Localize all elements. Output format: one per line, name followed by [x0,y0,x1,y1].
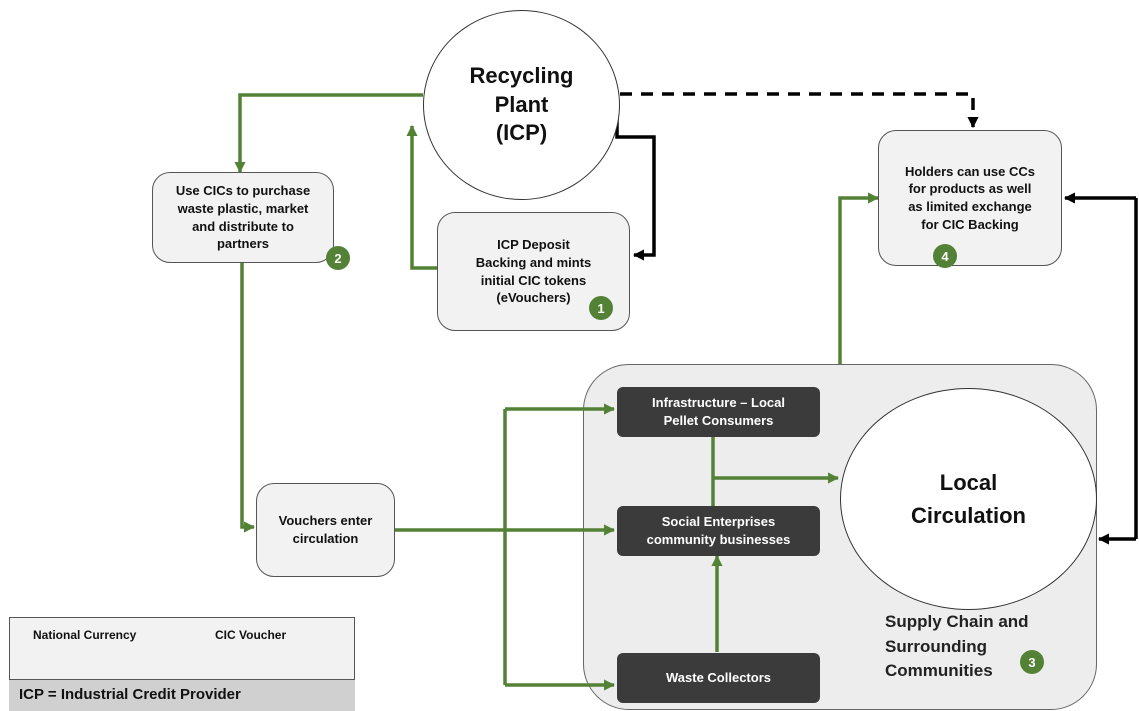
step-badge-2: 2 [326,246,350,270]
arrow-plant-to-icp-deposit [615,112,656,261]
waste-collectors-node: Waste Collectors [617,653,820,703]
local-circulation-node: Local Circulation [840,388,1097,610]
legend-cic-voucher-label: CIC Voucher [215,628,287,642]
use-cics-node: Use CICs to purchase waste plastic, mark… [152,172,334,263]
infrastructure-node: Infrastructure – Local Pellet Consumers [617,387,820,437]
holders-node: Holders can use CCs for products as well… [878,130,1062,266]
supply-chain-region-label: Supply Chain and Surrounding Communities [885,612,1029,681]
recycling-plant-node: Recycling Plant (ICP) [423,10,620,200]
arrow-use-cics-to-vouchers [240,263,256,533]
legend: National Currency CIC Voucher [9,617,355,680]
step-badge-3: 3 [1020,650,1044,674]
arrow-plant-to-use-cics [234,93,423,174]
legend-national-currency-label: National Currency [33,628,137,642]
arrow-plant-to-holders-dashed [620,92,979,129]
step-badge-4: 4 [933,244,957,268]
step-badge-1: 1 [589,296,613,320]
arrow-icp-deposit-to-plant [406,124,437,270]
legend-footnote: ICP = Industrial Credit Provider [9,680,355,711]
arrow-region-to-holders [838,192,880,364]
social-enterprises-node: Social Enterprises community businesses [617,506,820,556]
vouchers-enter-node: Vouchers enter circulation [256,483,395,577]
